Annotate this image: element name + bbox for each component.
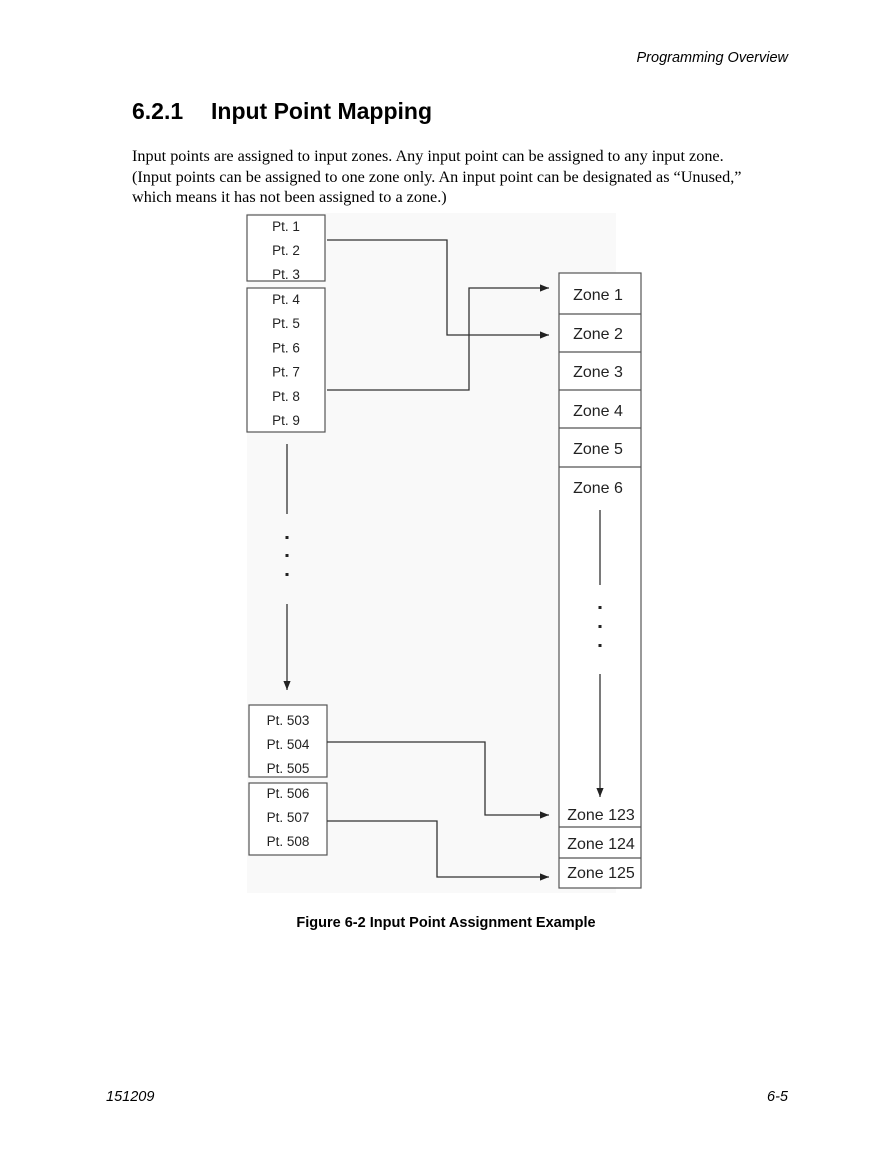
zone-label: Zone 6 bbox=[573, 480, 623, 497]
point-group-box bbox=[248, 704, 328, 778]
section-heading: 6.2.1 Input Point Mapping bbox=[132, 98, 432, 125]
input-point-label: Pt. 3 bbox=[272, 267, 300, 282]
section-title: Input Point Mapping bbox=[211, 98, 433, 124]
ellipsis-dot bbox=[285, 554, 289, 557]
input-point-label: Pt. 9 bbox=[272, 413, 300, 428]
zone-label: Zone 4 bbox=[573, 403, 623, 420]
point-group-box bbox=[246, 287, 326, 433]
input-point-label: Pt. 505 bbox=[267, 761, 310, 776]
mapping-arrow-pt2-zone2 bbox=[327, 239, 549, 339]
input-point-label: Pt. 508 bbox=[267, 834, 310, 849]
input-point-label: Pt. 506 bbox=[267, 786, 310, 801]
input-point-label: Pt. 7 bbox=[272, 365, 300, 380]
zone-label: Zone 1 bbox=[573, 287, 623, 304]
zone-label: Zone 125 bbox=[567, 865, 635, 882]
input-point-label: Pt. 507 bbox=[267, 810, 310, 825]
body-line: (Input points can be assigned to one zon… bbox=[132, 167, 742, 186]
ellipsis-dot bbox=[285, 573, 289, 576]
mapping-arrow-pt504-zone123 bbox=[327, 741, 549, 819]
zone-label: Zone 2 bbox=[573, 326, 623, 343]
footer-doc-number: 151209 bbox=[106, 1089, 155, 1105]
input-point-groups: Pt. 1 Pt. 2 Pt. 3 Pt. 4 Pt. 5 Pt. 6 Pt. 7 Pt. 8… bbox=[246, 214, 328, 856]
input-point-label: Pt. 4 bbox=[272, 292, 300, 307]
input-point-label: Pt. 504 bbox=[267, 737, 310, 752]
zone-label: Zone 123 bbox=[567, 807, 635, 824]
ellipsis-dot bbox=[285, 536, 289, 539]
ellipsis-dot bbox=[598, 606, 602, 609]
section-number: 6.2.1 bbox=[132, 98, 184, 124]
body-line: Input points are assigned to input zones… bbox=[132, 147, 724, 165]
body-paragraph: Input points are assigned to input zones… bbox=[132, 146, 792, 208]
footer-page-number: 6-5 bbox=[767, 1089, 788, 1105]
ellipsis-dot bbox=[598, 644, 602, 647]
input-point-label: Pt. 8 bbox=[272, 389, 300, 404]
input-point-label: Pt. 2 bbox=[272, 243, 300, 258]
input-point-label: Pt. 6 bbox=[272, 340, 300, 355]
zone-label: Zone 124 bbox=[567, 836, 635, 853]
input-point-label: Pt. 1 bbox=[272, 219, 300, 234]
running-header: Programming Overview bbox=[636, 50, 789, 66]
zone-label: Zone 5 bbox=[573, 441, 623, 458]
figure-caption: Figure 6-2 Input Point Assignment Exampl… bbox=[296, 915, 596, 931]
mapping-arrow-pt507-zone125 bbox=[327, 820, 549, 881]
ellipsis-dot bbox=[598, 625, 602, 628]
point-group-box bbox=[248, 782, 328, 856]
mapping-arrow-pt8-zone1 bbox=[327, 284, 549, 391]
body-line: which means it has not been assigned to … bbox=[132, 188, 447, 206]
zone-label: Zone 3 bbox=[573, 364, 623, 381]
input-point-label: Pt. 503 bbox=[267, 713, 310, 728]
input-point-label: Pt. 5 bbox=[272, 316, 300, 331]
point-group-box bbox=[246, 214, 326, 282]
